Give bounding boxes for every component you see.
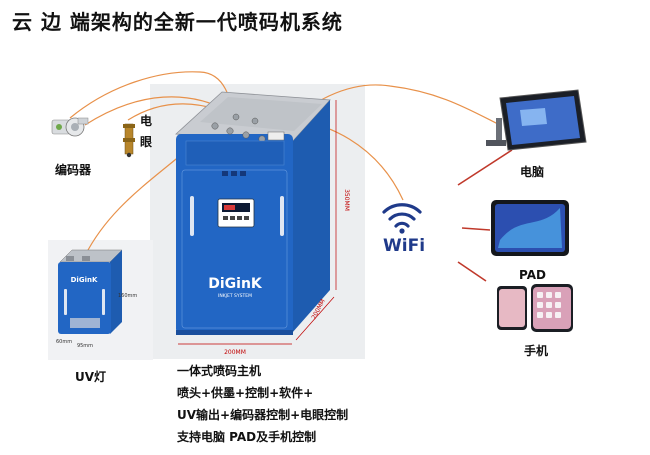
main-unit-top-switch xyxy=(267,131,285,141)
port-2 xyxy=(226,127,234,135)
app-icon-9 xyxy=(555,312,561,318)
photo-eye-label-1: 电 xyxy=(140,114,153,128)
wifi-arc-inner xyxy=(394,221,410,228)
controller-buttons xyxy=(223,216,249,220)
app-icon-8 xyxy=(546,312,552,318)
uv-unit-front xyxy=(58,262,111,334)
led-3 xyxy=(240,171,246,176)
dim-line-depth xyxy=(295,296,335,341)
encoder-hub xyxy=(71,123,79,131)
arrow-group xyxy=(457,149,513,282)
arrow-computer xyxy=(457,149,513,186)
dim-width: 200MM xyxy=(224,349,246,356)
uv-lamp-unit: DiGinK xyxy=(58,249,123,334)
uv-unit-brand: DiGinK xyxy=(71,276,98,284)
encoder-device xyxy=(51,117,89,137)
phone-1-screen xyxy=(499,289,525,327)
uv-unit-label-strip xyxy=(70,318,100,328)
main-unit-frame xyxy=(181,169,288,329)
pad-wallpaper xyxy=(498,208,562,248)
feature-item: 一体式喷码主机 xyxy=(177,364,262,378)
phone-label: 手机 xyxy=(524,344,549,358)
led-1 xyxy=(222,171,228,176)
main-unit-top-panel xyxy=(200,97,322,131)
app-icon-1 xyxy=(537,292,543,298)
encoder-mount xyxy=(77,117,89,125)
dimension-lines xyxy=(178,100,337,345)
arrow-pad xyxy=(461,227,491,231)
wifi-arc-outer xyxy=(382,203,422,214)
phone-app-icons xyxy=(537,292,561,318)
encoder-label: 编码器 xyxy=(55,163,92,177)
uv-lamp-label: UV灯 xyxy=(75,370,107,384)
main-unit: DiGinK INKJET SYSTEM xyxy=(175,91,331,335)
led-2 xyxy=(231,171,237,176)
app-icon-7 xyxy=(537,312,543,318)
photo-eye-nut-bottom xyxy=(123,138,135,142)
photo-eye-label-2: 眼 xyxy=(140,135,153,149)
feature-list: 一体式喷码主机 喷头+供墨+控制+软件+ UV输出+编码器控制+电眼控制 支持电… xyxy=(177,360,348,448)
wifi-dot xyxy=(399,228,405,234)
feature-item: UV输出+编码器控制+电眼控制 xyxy=(177,408,349,422)
main-unit-handle-left xyxy=(190,196,194,236)
controller-digits xyxy=(224,205,235,210)
wifi-icon xyxy=(382,203,422,228)
uv-unit-handle-left xyxy=(64,289,67,315)
port-6 xyxy=(251,117,259,125)
computer-stand xyxy=(486,140,506,146)
app-icon-5 xyxy=(546,302,552,308)
feature-item: 支持电脑 PAD及手机控制 xyxy=(177,430,317,444)
photo-eye-lens xyxy=(126,152,132,158)
computer-arm xyxy=(496,118,502,144)
pad-label: PAD xyxy=(519,268,546,282)
uv-unit-port-1 xyxy=(66,256,74,261)
app-icon-4 xyxy=(537,302,543,308)
uv-dim-width: 95mm xyxy=(77,343,93,349)
controller-button-4 xyxy=(244,216,249,220)
wifi-label: WiFi xyxy=(383,236,426,256)
app-icon-3 xyxy=(555,292,561,298)
port-3 xyxy=(242,131,250,139)
port-5 xyxy=(232,113,240,121)
page-title: 云 边 端架构的全新一代喷码机系统 xyxy=(12,10,343,34)
main-unit-handle-right xyxy=(280,196,284,236)
controller-button-1 xyxy=(223,216,228,220)
main-unit-subtitle: INKJET SYSTEM xyxy=(218,293,252,299)
controller-button-3 xyxy=(237,216,242,220)
photo-eye-device xyxy=(123,123,135,158)
uv-unit-port-2 xyxy=(82,256,90,261)
uv-dim-height: 160mm xyxy=(118,293,137,299)
phone-device xyxy=(497,284,573,332)
pad-device xyxy=(491,200,569,256)
controller-display xyxy=(222,203,250,212)
main-unit-upper-bay xyxy=(185,140,285,166)
port-1 xyxy=(211,122,219,130)
computer-device xyxy=(486,89,587,151)
encoder-indicator xyxy=(56,124,62,130)
uv-unit-side xyxy=(110,250,122,334)
feature-item: 喷头+供墨+控制+软件+ xyxy=(177,386,314,400)
uv-unit-handle-right xyxy=(102,289,105,315)
uv-dim-depth: 60mm xyxy=(56,339,72,345)
wifi-arc-middle xyxy=(388,212,416,221)
photo-eye-nut-top xyxy=(123,124,135,128)
computer-label: 电脑 xyxy=(520,165,545,179)
controller-button-2 xyxy=(230,216,235,220)
main-unit-leds xyxy=(222,171,246,176)
main-unit-base xyxy=(176,330,293,335)
computer-screen-window xyxy=(520,108,547,126)
main-unit-side xyxy=(292,100,330,333)
arrow-phone xyxy=(457,261,487,282)
app-icon-2 xyxy=(546,292,552,298)
main-unit-brand: DiGinK xyxy=(208,276,263,292)
app-icon-6 xyxy=(555,302,561,308)
dim-height: 350MM xyxy=(343,189,350,211)
main-unit-front xyxy=(176,134,293,334)
